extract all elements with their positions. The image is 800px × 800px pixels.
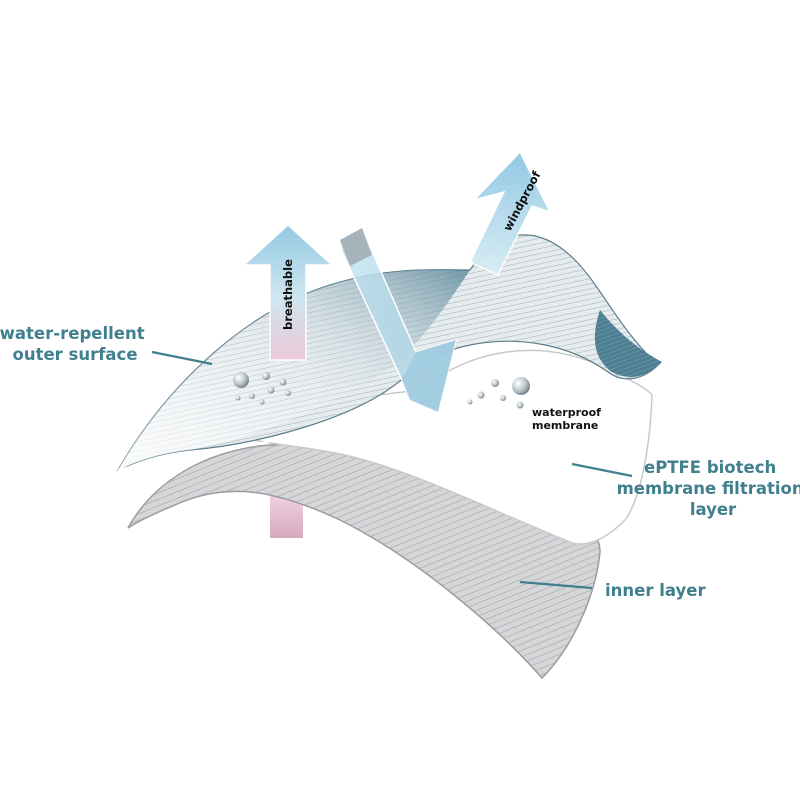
- eptfe-line-1: ePTFE biotech: [644, 458, 776, 477]
- eptfe-line-3: layer: [690, 500, 737, 519]
- waterproof-zigzag-arrow-icon: [339, 226, 458, 414]
- inner-layer-leader: [519, 580, 593, 590]
- eptfe-label: ePTFE biotech membrane filtration layer: [617, 458, 800, 519]
- water-droplet-icon: [233, 372, 291, 405]
- windproof-arrow-icon: [468, 150, 552, 276]
- outer-surface-label: water-repellent outer surface: [0, 324, 150, 364]
- waterproof-membrane-label: waterproof membrane: [532, 406, 605, 432]
- eptfe-line-2: membrane filtration: [617, 479, 800, 498]
- waterproof-membrane-line-1: waterproof: [532, 406, 601, 419]
- breathable-label: breathable: [281, 259, 295, 330]
- outer-surface-underside: [594, 310, 662, 377]
- waterproof-membrane-line-2: membrane: [532, 419, 598, 432]
- outer-surface-edge: [117, 396, 381, 471]
- eptfe-leader: [571, 462, 633, 478]
- water-droplet-icon: [467, 377, 530, 409]
- outer-surface-line-2: outer surface: [12, 345, 137, 364]
- inner-layer-label: inner layer: [605, 581, 706, 600]
- breathable-arrow-icon: [242, 223, 334, 361]
- outer-surface-leader: [151, 350, 213, 366]
- outer-surface-line-1: water-repellent: [0, 324, 145, 343]
